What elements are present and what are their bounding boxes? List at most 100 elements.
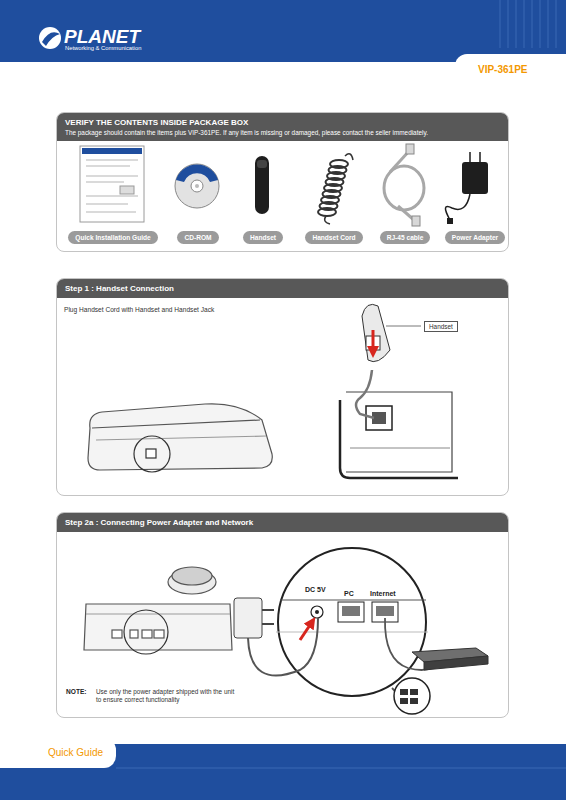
power-adapter-plug	[234, 598, 318, 676]
power-adapter-plug-part	[248, 618, 318, 676]
item-name: Handset	[250, 234, 276, 241]
handset-cord-plug-part	[356, 370, 374, 418]
phone-side-view-part	[146, 449, 156, 458]
power-adapter-plug-part	[262, 609, 274, 611]
header-band-part-part	[548, 0, 549, 48]
section-panel: Step 2a : Connecting Power Adapter and N…	[56, 512, 509, 718]
guide-booklet-part-part	[86, 166, 130, 167]
rj45-cable-part	[406, 144, 414, 154]
rj45-cable-part	[384, 166, 424, 210]
cd-rom-part	[175, 164, 219, 208]
phone-side-view-part	[134, 436, 170, 472]
handset-cord-plug-part	[372, 330, 375, 352]
item-label: RJ-45 cable	[380, 231, 431, 244]
power-adapter-part	[469, 152, 471, 162]
power-adapter-part	[445, 194, 470, 220]
panel-header: VERIFY THE CONTENTS INSIDE PACKAGE BOXTh…	[57, 113, 508, 141]
port-label: DC 5V	[305, 586, 326, 595]
header-band-part	[500, 0, 556, 48]
footer-title: Quick Guide	[48, 747, 103, 760]
phone-side-view-part	[92, 420, 260, 428]
handset-cord-plug-part	[362, 304, 390, 361]
handset-cord	[318, 154, 353, 224]
item-name: CD-ROM	[184, 234, 211, 241]
handset-jack-closeup-part	[346, 392, 452, 472]
leader-line-part	[386, 326, 421, 327]
phone-rear-view	[84, 567, 232, 654]
handset-cord-plug	[356, 304, 390, 418]
section-panel: Step 1 : Handset ConnectionPlug Handset …	[56, 278, 509, 496]
item-label: Power Adapter	[445, 231, 505, 244]
power-adapter	[445, 152, 488, 224]
panel-header: Step 2a : Connecting Power Adapter and N…	[57, 513, 508, 532]
panel-header: Step 1 : Handset Connection	[57, 279, 508, 298]
port-panel-closeup-part	[376, 606, 394, 616]
port-label: Internet	[370, 590, 396, 599]
cd-rom	[175, 164, 219, 208]
power-adapter-part	[447, 218, 453, 224]
section-heading: VERIFY THE CONTENTS INSIDE PACKAGE BOX	[65, 117, 500, 128]
header-band-part-part	[516, 0, 517, 48]
network-switch	[394, 648, 488, 714]
item-name: Handset Cord	[312, 234, 355, 241]
header-band-part	[0, 0, 566, 62]
leader-line	[386, 326, 421, 327]
planet-logo-part	[39, 27, 61, 49]
guide-booklet-part-part	[86, 182, 124, 183]
port-panel-closeup-part	[311, 606, 323, 618]
header-band-part-part	[532, 0, 533, 48]
phone-rear-view-part	[172, 567, 212, 585]
network-switch-part	[424, 656, 488, 670]
power-adapter-plug-part	[262, 623, 274, 625]
item-name: Power Adapter	[452, 234, 498, 241]
guide-booklet	[80, 146, 144, 222]
cd-rom-part	[191, 180, 203, 192]
phone-side-view	[88, 404, 272, 472]
handset-cord-part	[325, 216, 330, 224]
power-adapter-part	[479, 152, 481, 162]
port-panel-closeup-part	[278, 548, 426, 696]
network-switch-part	[400, 698, 408, 704]
callout-box: Handset	[424, 321, 458, 332]
port-panel-closeup-part	[342, 606, 360, 616]
guide-booklet-part	[86, 160, 138, 212]
guide-booklet-part	[120, 186, 134, 194]
header-band-part	[455, 54, 566, 84]
cd-rom-part	[176, 165, 218, 182]
section-panel: VERIFY THE CONTENTS INSIDE PACKAGE BOXTh…	[56, 112, 509, 252]
phone-rear-view-part	[84, 604, 232, 650]
header-band-part-part	[540, 0, 541, 48]
port-label: PC	[344, 590, 354, 599]
callout-text: Handset	[429, 323, 453, 330]
header-band	[0, 0, 566, 84]
instruction-text: Plug Handset Cord with Handset and Hands…	[64, 306, 214, 313]
guide-booklet-part	[82, 148, 142, 154]
footer-band-part	[116, 768, 566, 769]
phone-rear-view-part	[154, 630, 164, 638]
header-band-part-part	[524, 0, 525, 48]
item-name: Quick Installation Guide	[75, 234, 150, 241]
handset	[255, 156, 269, 214]
network-switch-part	[410, 698, 418, 704]
handset-part	[255, 156, 269, 214]
item-label: CD-ROM	[177, 231, 218, 244]
item-label: Handset Cord	[305, 231, 362, 244]
rj45-cable-part	[412, 216, 420, 226]
guide-booklet-part-part	[86, 160, 138, 161]
handset-jack-closeup-part	[350, 448, 450, 449]
brand-tagline: Networking & Communication	[65, 45, 141, 52]
item-label: Quick Installation Guide	[68, 231, 157, 244]
power-adapter-plug-part	[234, 598, 262, 638]
guide-booklet-part-part	[86, 176, 138, 177]
phone-side-view-part	[96, 436, 266, 440]
phone-rear-view-part	[112, 630, 122, 638]
header-band-part-part	[556, 0, 557, 48]
power-adapter-part	[462, 162, 488, 194]
handset-jack-closeup-part	[372, 412, 386, 424]
cd-rom-part	[195, 184, 199, 188]
planet-logo	[39, 27, 61, 49]
port-panel-closeup-part	[338, 602, 364, 622]
handset-cord-part	[345, 154, 353, 160]
handset-cord-part	[318, 208, 336, 216]
note-label: NOTE:	[66, 688, 87, 696]
